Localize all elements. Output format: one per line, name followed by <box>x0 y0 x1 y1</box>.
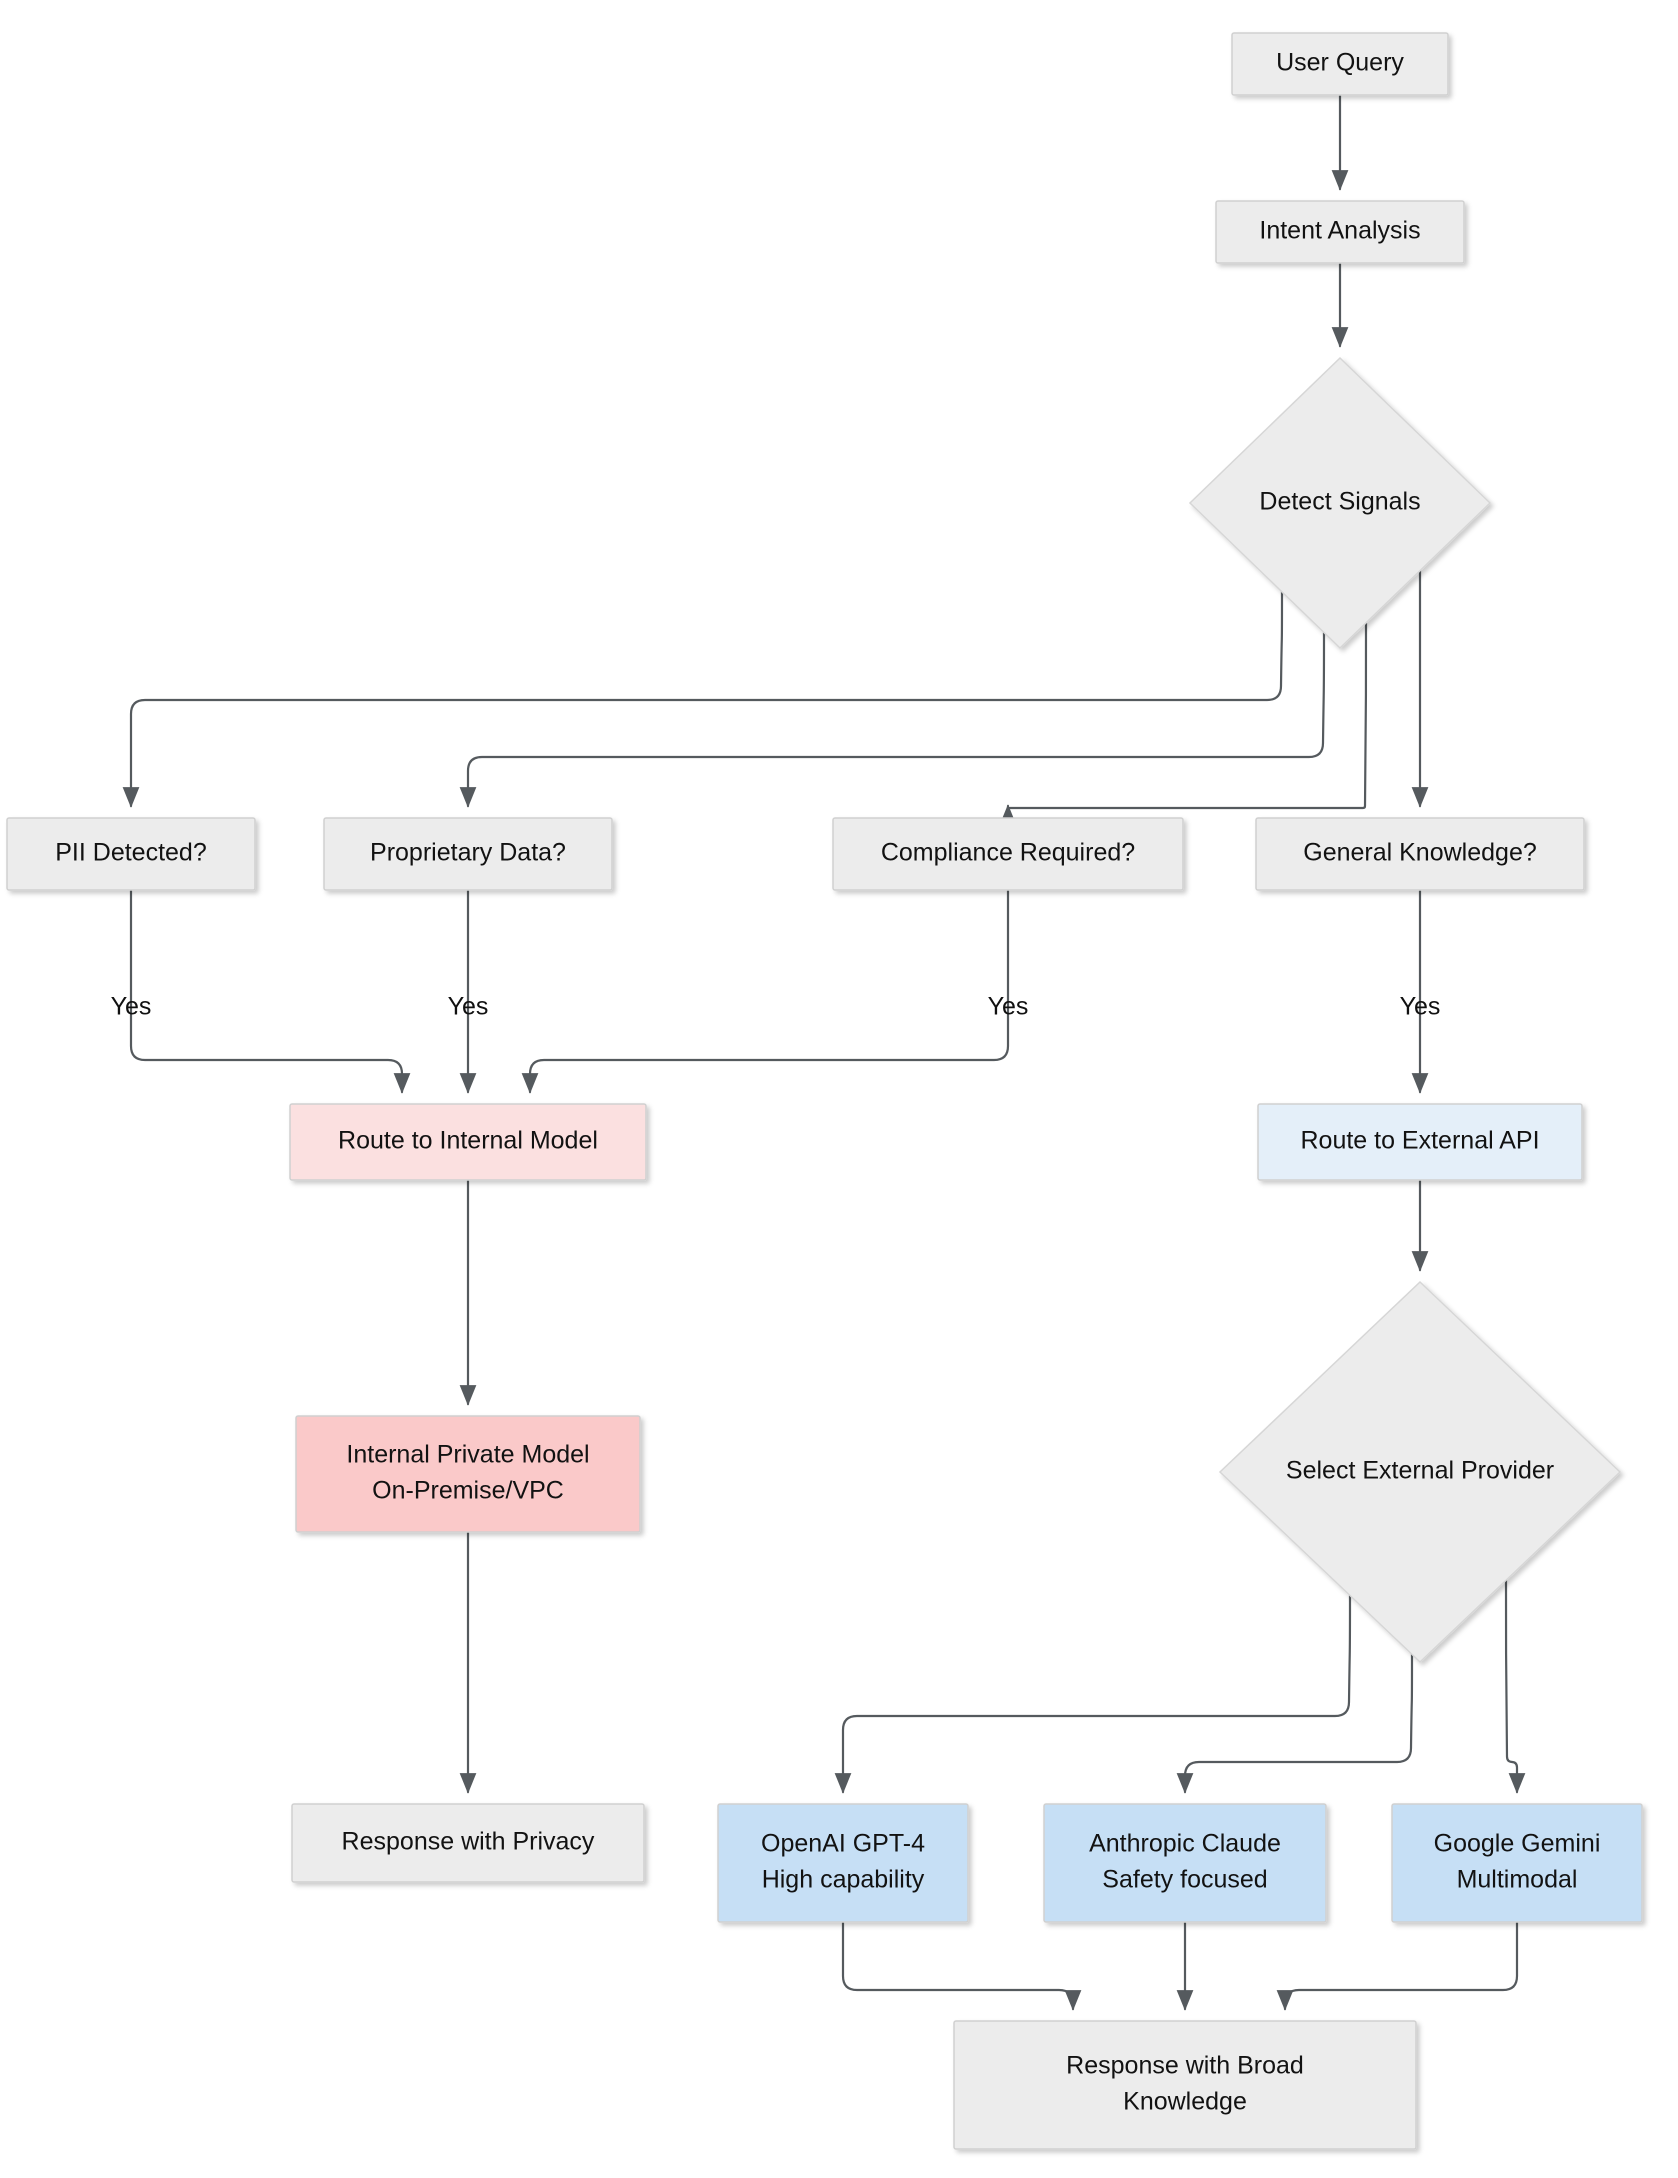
edge-select_provider-to-anthropic_claude <box>1176 1653 1414 1794</box>
edge-detect_signals-to-pii_detected <box>122 590 1284 808</box>
node-resp_privacy[interactable]: Response with Privacy <box>291 1803 645 1883</box>
node-route_external[interactable]: Route to External API <box>1257 1103 1583 1181</box>
node-proprietary_data[interactable]: Proprietary Data? <box>323 817 613 891</box>
node-shape-rect <box>1231 32 1449 96</box>
node-user_query[interactable]: User Query <box>1231 32 1449 96</box>
node-label: Route to External API <box>1300 1127 1539 1155</box>
node-label: OpenAI GPT-4 <box>761 1830 925 1858</box>
node-shape-rect <box>6 817 256 891</box>
node-compliance_req[interactable]: Compliance Required? <box>832 817 1184 891</box>
edge-detect_signals-to-compliance_req <box>999 621 1368 825</box>
edges-layer <box>122 93 1526 2011</box>
edge-select_provider-to-google_gemini <box>1504 1579 1526 1794</box>
node-label: Detect Signals <box>1259 488 1420 516</box>
node-shape-rect <box>289 1103 647 1181</box>
node-select_provider[interactable]: Select External Provider <box>1218 1280 1622 1664</box>
node-pii_detected[interactable]: PII Detected? <box>6 817 256 891</box>
node-shape-rect <box>953 2020 1417 2150</box>
node-label: Google Gemini <box>1434 1830 1601 1858</box>
node-shape-rect <box>1043 1803 1327 1923</box>
edge-label-lbl_general: Yes <box>1400 993 1441 1021</box>
edge-compliance_req-to-route_internal <box>521 888 1010 1094</box>
node-shape-rect <box>323 817 613 891</box>
edge-pii_detected-to-route_internal <box>129 888 411 1094</box>
node-shape-rect <box>295 1415 641 1533</box>
node-detect_signals[interactable]: Detect Signals <box>1188 356 1492 650</box>
node-label: Response with Broad <box>1066 2052 1304 2080</box>
node-label: User Query <box>1276 49 1404 77</box>
edge-label-lbl_compliance: Yes <box>988 993 1029 1021</box>
node-route_internal[interactable]: Route to Internal Model <box>289 1103 647 1181</box>
edge-label-lbl_pii: Yes <box>111 993 152 1021</box>
edge-labels-layer: Yes Yes Yes Yes <box>111 993 1441 1021</box>
node-label: Multimodal <box>1457 1866 1578 1894</box>
node-general_knowledge[interactable]: General Knowledge? <box>1255 817 1585 891</box>
edge-select_provider-to-openai_gpt4 <box>834 1594 1352 1794</box>
node-intent_analysis[interactable]: Intent Analysis <box>1215 200 1465 264</box>
node-label: General Knowledge? <box>1303 839 1537 867</box>
node-shape-rect <box>717 1803 969 1923</box>
node-label: Compliance Required? <box>881 839 1135 867</box>
node-shape-diamond <box>1188 356 1492 650</box>
node-shape-rect <box>1257 1103 1583 1181</box>
node-label: Anthropic Claude <box>1089 1830 1281 1858</box>
node-shape-diamond <box>1218 1280 1622 1664</box>
edge-openai_gpt4-to-resp_broad <box>841 1920 1082 2011</box>
edge-label-lbl_proprietary: Yes <box>448 993 489 1021</box>
node-label: On-Premise/VPC <box>372 1477 564 1505</box>
node-label: High capability <box>762 1866 925 1894</box>
node-shape-rect <box>1255 817 1585 891</box>
node-label: PII Detected? <box>55 839 206 867</box>
node-label: Response with Privacy <box>342 1828 595 1856</box>
node-label: Proprietary Data? <box>370 839 566 867</box>
edge-google_gemini-to-resp_broad <box>1276 1920 1519 2011</box>
node-label: Safety focused <box>1102 1866 1267 1894</box>
edge-detect_signals-to-proprietary_data <box>459 631 1326 808</box>
node-label: Intent Analysis <box>1259 217 1420 245</box>
node-shape-rect <box>291 1803 645 1883</box>
node-shape-rect <box>1391 1803 1643 1923</box>
node-label: Route to Internal Model <box>338 1127 598 1155</box>
node-shape-rect <box>1215 200 1465 264</box>
node-shape-rect <box>832 817 1184 891</box>
node-label: Internal Private Model <box>346 1441 589 1469</box>
node-label: Select External Provider <box>1286 1457 1554 1485</box>
node-label: Knowledge <box>1123 2088 1247 2116</box>
